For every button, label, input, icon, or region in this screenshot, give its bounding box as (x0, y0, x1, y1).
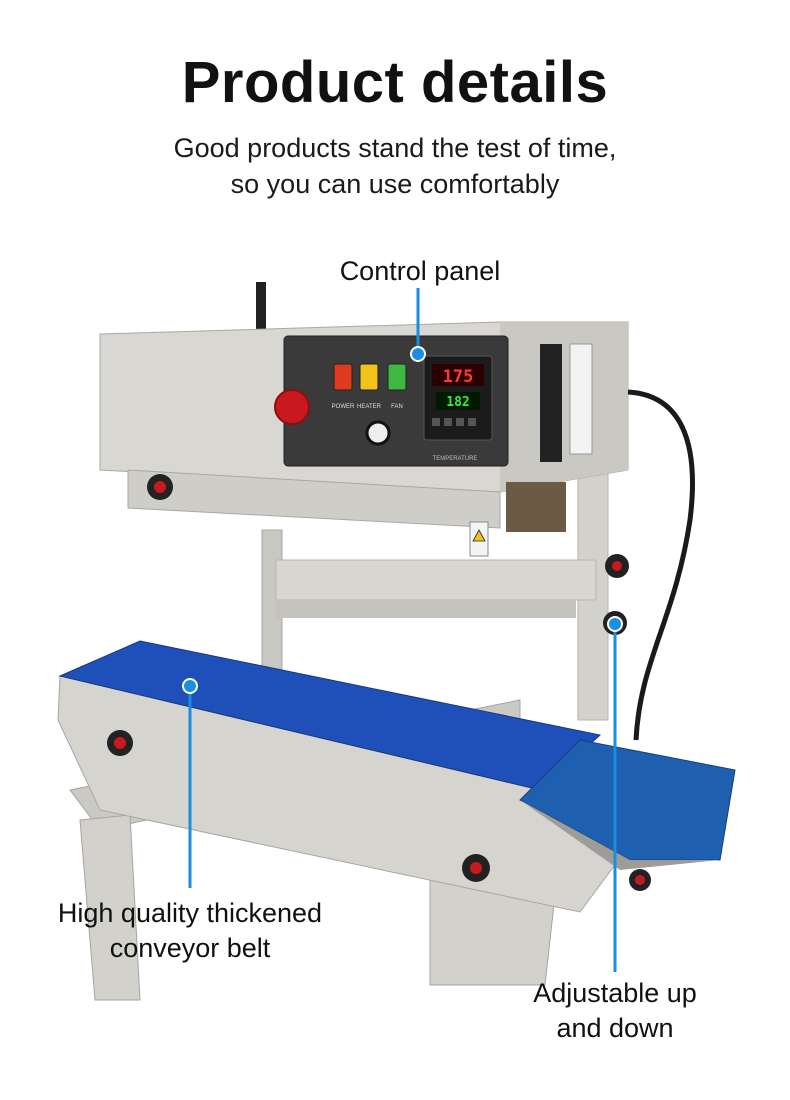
heater-switch-label: HEATER (357, 404, 382, 410)
adjust-callout-line-1: Adjustable up (533, 978, 697, 1008)
outfeed-table (519, 739, 736, 861)
power-switch (333, 363, 353, 391)
warning-icon (472, 529, 486, 542)
base-leg-left (79, 814, 141, 1001)
belt-callout-line-2: conveyor belt (109, 933, 271, 963)
cross-bar (275, 559, 597, 601)
side-label (569, 343, 593, 455)
speed-knob (365, 420, 391, 446)
subtitle-line-1: Good products stand the test of time, (173, 133, 617, 163)
housing-lower-face (127, 469, 501, 529)
column-knob-upper-cap (612, 561, 622, 571)
fan-switch-label: FAN (391, 404, 403, 410)
fan-switch (387, 363, 407, 391)
controller-key-2 (444, 418, 452, 426)
control-panel-callout: Control panel (339, 256, 501, 286)
temp-display-green (436, 392, 480, 410)
controller-key-1 (432, 418, 440, 426)
belt-marker (182, 678, 198, 694)
side-vent (540, 344, 562, 462)
controller-key-4 (468, 418, 476, 426)
temp-display-red (432, 364, 484, 386)
adjust-marker (607, 616, 623, 632)
control-panel-marker (410, 346, 426, 362)
subtitle-line-2: so you can use comfortably (230, 169, 560, 199)
antenna (256, 282, 266, 342)
belt-knob-left-cap (114, 737, 126, 749)
emergency-stop-button (274, 389, 310, 425)
power-switch-label: POWER (332, 404, 355, 410)
housing-side (500, 322, 628, 492)
housing-knob-left-cap (154, 481, 166, 493)
heating-assembly (506, 482, 566, 532)
page-title: Product details (181, 50, 609, 115)
temperature-readout: 175 (443, 367, 474, 387)
conveyor-belt (58, 640, 602, 791)
outfeed-table-edge (520, 800, 720, 870)
panel-temperature-label: TEMPERATURE (433, 456, 478, 462)
belt-knob-right-cap (470, 862, 482, 874)
belt-callout-line-1: High quality thickened (57, 898, 323, 928)
outfeed-knob-cap (635, 875, 645, 885)
setpoint-readout: 182 (446, 395, 469, 410)
controller-key-3 (456, 418, 464, 426)
power-cord (627, 389, 695, 741)
heater-switch (359, 363, 379, 391)
adjust-callout-line-2: and down (556, 1013, 674, 1043)
cross-bar-shadow (276, 600, 576, 618)
